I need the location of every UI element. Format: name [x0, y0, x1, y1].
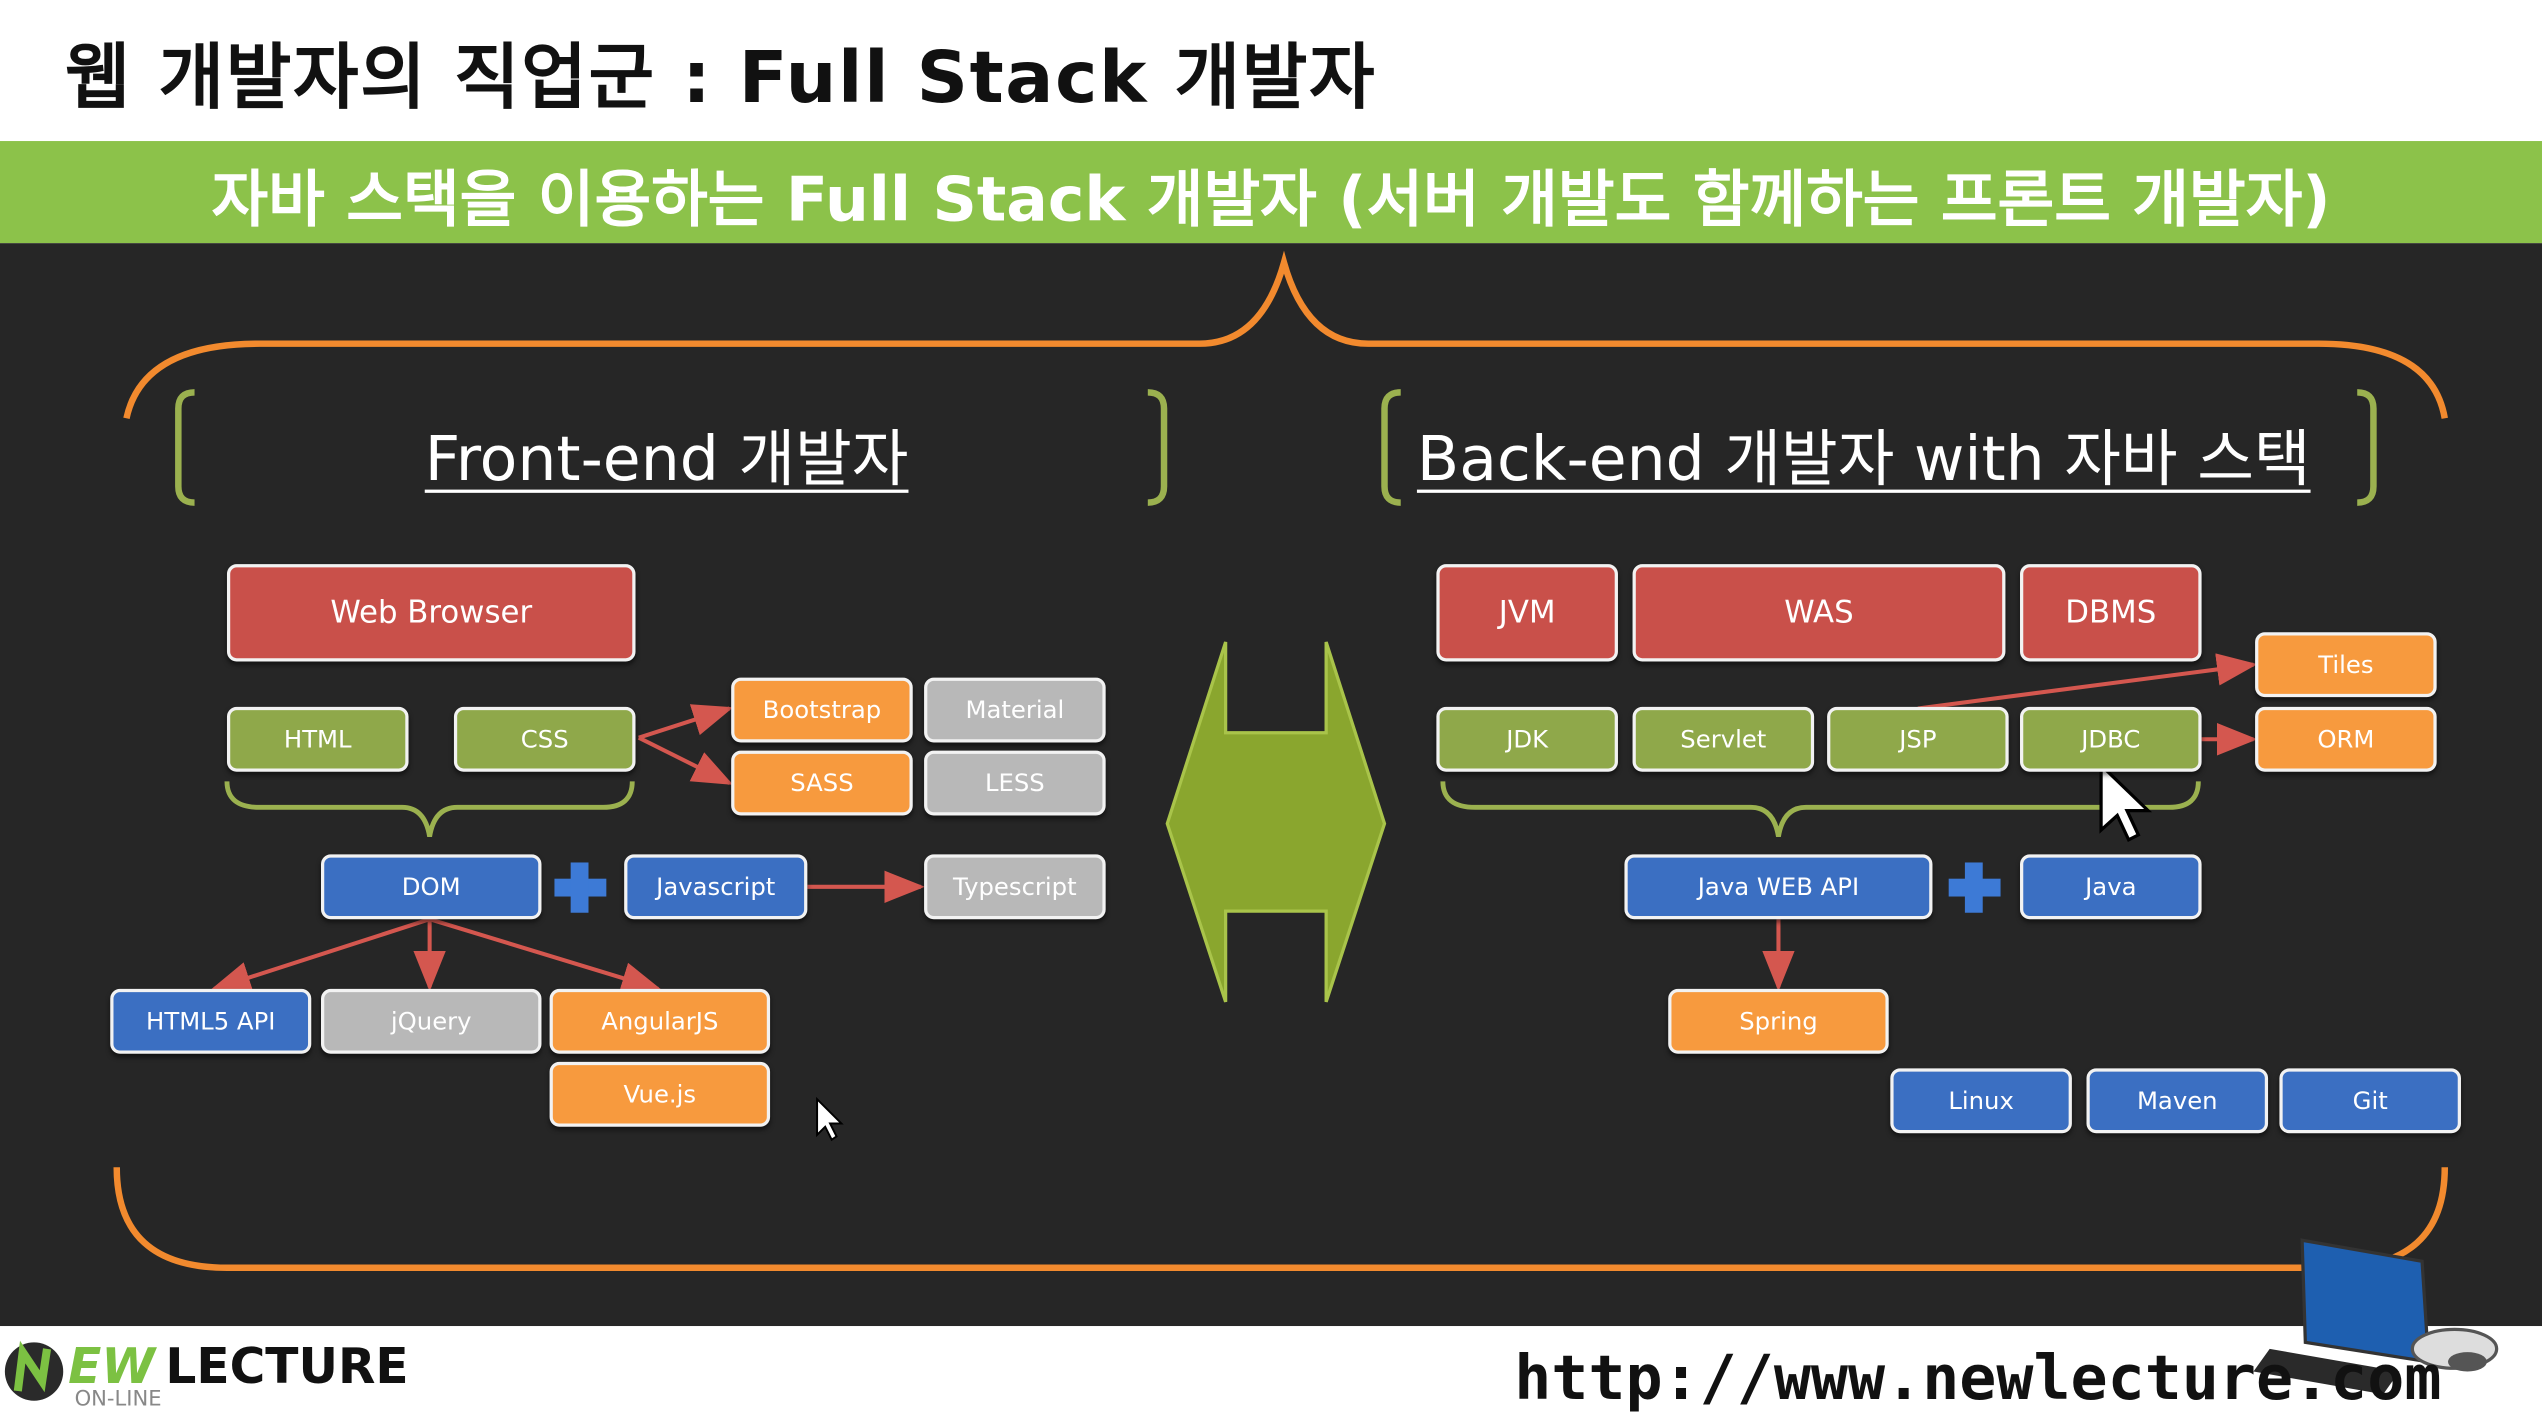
front-bracket-left — [175, 389, 195, 506]
java-box: Java — [2020, 854, 2202, 920]
page-title: 웹 개발자의 직업군 : Full Stack 개발자 — [64, 37, 1377, 120]
footer-url: http://www.newlecture.com — [1514, 1342, 2442, 1414]
jdbc-box: JDBC — [2020, 706, 2202, 772]
html5-api-box: HTML5 API — [110, 988, 312, 1054]
dom-box: DOM — [320, 854, 542, 920]
jquery-box: jQuery — [320, 988, 542, 1054]
arrow-css-sass — [637, 735, 734, 785]
sass-box: SASS — [731, 750, 913, 816]
plus-icon — [554, 862, 607, 913]
vuejs-box: Vue.js — [549, 1061, 771, 1127]
maven-box: Maven — [2086, 1068, 2269, 1134]
computer-illustration-icon — [2253, 1238, 2499, 1395]
bidirectional-arrow-shape — [1165, 641, 1387, 1003]
java-web-api-box: Java WEB API — [1624, 854, 1933, 920]
dbms-box: DBMS — [2020, 564, 2202, 662]
back-bracket-left — [1381, 389, 1401, 506]
bottom-brace — [113, 1167, 2449, 1272]
logo-text-ew: EW — [68, 1339, 155, 1396]
jdk-box: JDK — [1436, 706, 1618, 772]
typescript-box: Typescript — [924, 854, 1106, 920]
material-box: Material — [924, 677, 1106, 743]
jsp-box: JSP — [1827, 706, 2009, 772]
arrow-css-bootstrap — [638, 704, 734, 740]
backend-title: Back-end 개발자 with 자바 스택 — [1416, 423, 2311, 495]
was-box: WAS — [1632, 564, 2006, 662]
tiles-box: Tiles — [2255, 632, 2437, 698]
javascript-box: Javascript — [624, 854, 808, 920]
linux-box: Linux — [1890, 1068, 2072, 1134]
front-bracket-right — [1147, 389, 1168, 506]
less-box: LESS — [924, 750, 1106, 816]
logo-text-lecture: LECTURE — [165, 1339, 409, 1396]
subtitle-band — [0, 141, 2542, 244]
arrow-jsp-tiles — [1917, 653, 2258, 711]
back-bracket-right — [2357, 389, 2377, 506]
back-small-brace — [1440, 781, 2201, 838]
git-box: Git — [2279, 1068, 2461, 1134]
top-brace — [123, 250, 2448, 419]
plus-icon — [1948, 862, 2001, 913]
logo-text-online: ON-LINE — [74, 1387, 162, 1413]
subtitle: 자바 스택을 이용하는 Full Stack 개발자 (서버 개발도 함께하는 … — [211, 163, 2331, 236]
cursor-icon — [2099, 761, 2153, 842]
arrow-dom-angularjs — [429, 917, 663, 994]
servlet-box: Servlet — [1632, 706, 1815, 772]
jvm-box: JVM — [1436, 564, 1618, 662]
orm-box: ORM — [2255, 706, 2437, 772]
angularjs-box: AngularJS — [549, 988, 771, 1054]
frontend-title: Front-end 개발자 — [424, 423, 909, 495]
bootstrap-box: Bootstrap — [731, 677, 913, 743]
css-box: CSS — [453, 706, 636, 772]
web-browser-box: Web Browser — [226, 564, 636, 662]
cursor-icon — [816, 1096, 844, 1142]
html-box: HTML — [226, 706, 409, 772]
spring-box: Spring — [1668, 988, 1889, 1054]
arrow-dom-html5api — [210, 917, 431, 994]
footer-bar — [0, 1326, 2542, 1425]
front-small-brace — [224, 781, 635, 838]
logo-icon — [4, 1340, 64, 1401]
